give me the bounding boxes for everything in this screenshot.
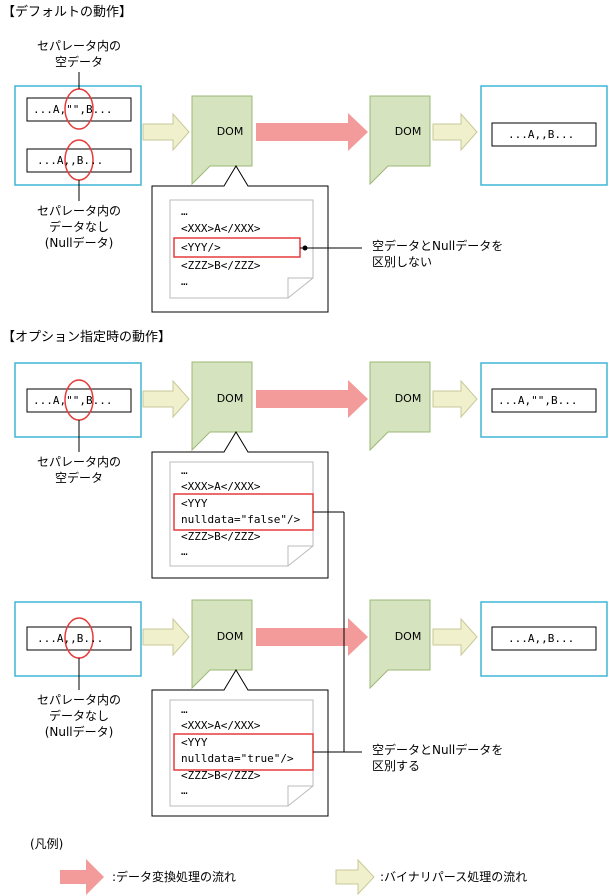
code-sheet xyxy=(169,199,314,299)
output-frame-default xyxy=(480,85,608,186)
code-line: … xyxy=(181,275,188,288)
input-frame-default xyxy=(14,85,142,186)
code-line: <ZZZ>B</ZZZ> xyxy=(181,769,261,782)
label-line: (Nullデータ) xyxy=(44,725,114,739)
code-line: <XXX>A</XXX> xyxy=(181,480,261,493)
output-text: ...A,,B... xyxy=(508,128,575,141)
binary-parse-arrow xyxy=(432,379,478,419)
output-box xyxy=(491,122,597,147)
section-heading-option: 【オプション指定時の動作】 xyxy=(2,330,172,345)
input-empty-text: ...A,"",B... xyxy=(33,394,113,407)
page-curl xyxy=(287,545,313,566)
output-frame-option-empty xyxy=(480,362,608,438)
empty-data-label: セパレータ内の 空データ xyxy=(19,454,139,486)
data-conversion-arrow xyxy=(256,113,368,151)
dom-label: DOM xyxy=(394,630,422,643)
output-text: ...A,"",B... xyxy=(498,394,578,407)
dom-label: DOM xyxy=(216,630,244,643)
code-line: … xyxy=(181,703,188,716)
code-line: <XXX>A</XXX> xyxy=(181,222,261,235)
code-line: <YYY xyxy=(181,497,208,510)
section-heading-default: 【デフォルトの動作】 xyxy=(2,5,133,20)
output-frame-option-null xyxy=(480,601,608,677)
legend-binary-parse-label: :バイナリパース処理の流れ xyxy=(380,870,528,884)
data-conversion-arrow xyxy=(256,618,368,656)
legend-binary-parse-arrow xyxy=(335,858,375,896)
label-line: セパレータ内の xyxy=(36,204,121,218)
dom-label: DOM xyxy=(394,125,422,138)
output-box xyxy=(491,388,597,413)
label-line: (Nullデータ) xyxy=(44,236,114,250)
code-line: <ZZZ>B</ZZZ> xyxy=(181,259,261,272)
label-line: 空データとNullデータを xyxy=(372,239,504,253)
code-sheet xyxy=(169,461,314,567)
output-box xyxy=(491,626,597,651)
input-null-text: ...A,,B... xyxy=(37,154,104,167)
legend-title: (凡例) xyxy=(30,837,64,851)
label-line: セパレータ内の xyxy=(36,455,121,469)
dom-label: DOM xyxy=(394,392,422,405)
code-line: … xyxy=(181,205,188,218)
code-listing-option-true: … <XXX>A</XXX> <YYY nulldata="true"/> <Z… xyxy=(181,703,294,798)
label-line: セパレータ内の xyxy=(36,693,121,707)
code-line: … xyxy=(181,545,188,558)
code-line: <ZZZ>B</ZZZ> xyxy=(181,530,261,543)
label-line: 区別しない xyxy=(372,255,433,269)
input-frame-option-empty xyxy=(14,362,142,438)
code-sheet xyxy=(169,699,314,807)
code-line: <XXX>A</XXX> xyxy=(181,719,261,732)
code-line: … xyxy=(181,464,188,477)
leader-dot xyxy=(302,245,308,251)
no-data-label: セパレータ内の データなし (Nullデータ) xyxy=(19,203,139,251)
binary-parse-arrow xyxy=(432,112,478,152)
input-frame-option-null xyxy=(14,601,142,677)
legend-data-conversion-label: :データ変換処理の流れ xyxy=(112,870,237,884)
input-empty-box xyxy=(26,97,132,122)
no-data-label: セパレータ内の データなし (Nullデータ) xyxy=(19,692,139,740)
label-line: 空データ xyxy=(54,55,103,69)
input-empty-box xyxy=(26,388,132,413)
binary-parse-arrow xyxy=(142,379,190,419)
label-line: 区別する xyxy=(372,759,421,773)
code-line: <YYY xyxy=(181,736,208,749)
binary-parse-arrow xyxy=(142,112,190,152)
input-null-text: ...A,,B... xyxy=(37,632,104,645)
output-text: ...A,,B... xyxy=(508,632,575,645)
code-line: nulldata="false"/> xyxy=(181,513,301,526)
code-line: <YYY/> xyxy=(181,241,221,254)
label-line: 空データ xyxy=(54,471,103,485)
code-listing-default: … <XXX>A</XXX> <YYY/> <ZZZ>B</ZZZ> … xyxy=(181,205,260,289)
code-line: … xyxy=(181,784,188,797)
distinguish-label: 空データとNullデータを 区別する xyxy=(372,742,503,774)
input-null-box xyxy=(26,626,132,651)
not-distinguish-label: 空データとNullデータを 区別しない xyxy=(372,238,503,270)
dom-document-icon xyxy=(191,95,253,185)
page-curl xyxy=(287,277,313,298)
dom-label: DOM xyxy=(216,125,244,138)
code-line: nulldata="true"/> xyxy=(181,752,294,765)
page-curl xyxy=(287,785,313,806)
dom-label: DOM xyxy=(216,392,244,405)
label-line: セパレータ内の xyxy=(36,39,121,53)
label-line: データなし xyxy=(48,220,109,234)
label-line: データなし xyxy=(48,709,109,723)
label-line: 空データとNullデータを xyxy=(372,743,504,757)
input-empty-text: ...A,"",B... xyxy=(33,103,113,116)
empty-data-label: セパレータ内の 空データ xyxy=(19,38,139,70)
input-null-box xyxy=(26,148,132,173)
dom-document-icon xyxy=(369,95,431,185)
legend-data-conversion-arrow xyxy=(60,859,104,895)
binary-parse-arrow xyxy=(142,617,190,657)
data-conversion-arrow xyxy=(256,380,368,418)
binary-parse-arrow xyxy=(432,617,478,657)
code-listing-option-false: … <XXX>A</XXX> <YYY nulldata="false"/> <… xyxy=(181,464,300,559)
